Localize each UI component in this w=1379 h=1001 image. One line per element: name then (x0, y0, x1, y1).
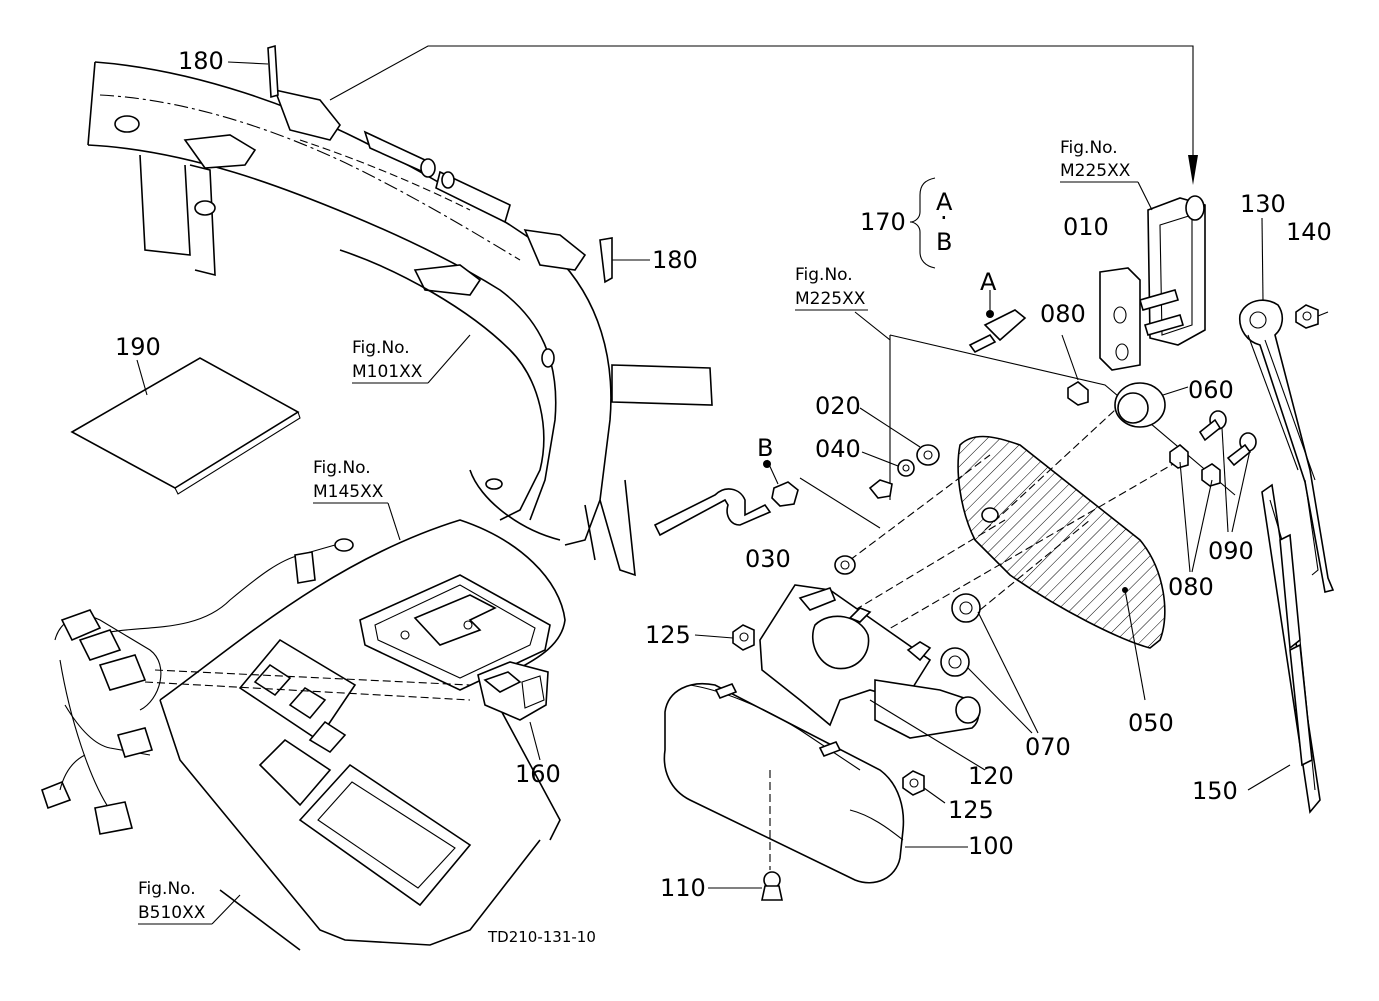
label-010: 010 (1063, 213, 1109, 241)
label-125-right: 125 (948, 796, 994, 824)
fig-ref-m225-top: Fig.No. M225XX (1060, 138, 1153, 211)
spacer-030-drawing (834, 555, 856, 575)
label-120: 120 (968, 762, 1014, 790)
wiper-motor-120-drawing (759, 584, 986, 771)
bolt-110-drawing (708, 871, 783, 901)
label-080-top: 080 (1040, 300, 1086, 328)
bolt-090-drawing (1198, 410, 1257, 533)
grommet-070-drawing (940, 593, 1039, 734)
fig-ref-b510-line2: B510XX (138, 903, 206, 923)
label-170: 170 (860, 208, 906, 236)
label-040: 040 (815, 435, 861, 463)
fig-ref-m225-top-line2: M225XX (1060, 161, 1131, 181)
label-070: 070 (1025, 733, 1071, 761)
label-100: 100 (968, 832, 1014, 860)
reference-arrow-line (329, 45, 1194, 160)
variant-dot: · (940, 204, 948, 232)
wiper-blade-150-drawing (1247, 483, 1321, 814)
fig-ref-m225-mid-line1: Fig.No. (795, 265, 853, 285)
washer-tank-100-drawing (663, 682, 968, 884)
label-160: 160 (515, 760, 561, 788)
plate-010-drawing (1099, 267, 1141, 371)
cotter-pin-180-top (227, 44, 279, 99)
fig-ref-m145: Fig.No. M145XX (313, 458, 401, 541)
stud-a-drawing (968, 290, 1027, 354)
variant-brace-170 (909, 177, 936, 269)
fig-ref-m225-mid-line2: M225XX (795, 289, 866, 309)
label-180-top: 180 (178, 47, 224, 75)
fig-ref-m225-mid: Fig.No. M225XX (795, 265, 868, 311)
fig-ref-m145-line2: M145XX (313, 482, 384, 502)
bushing-080-right-drawing (1169, 443, 1221, 573)
dash-panel-drawing (41, 519, 566, 951)
grommet-060-drawing (1114, 382, 1189, 428)
label-090: 090 (1208, 537, 1254, 565)
label-110: 110 (660, 874, 706, 902)
bracket-m225-drawing (1139, 195, 1206, 346)
reference-arrow-head (1188, 155, 1198, 185)
nut-125-right-drawing (902, 770, 946, 804)
nut-b-drawing (653, 459, 799, 537)
manual-190-drawing (70, 357, 301, 495)
label-125-left: 125 (645, 621, 691, 649)
label-190: 190 (115, 333, 161, 361)
variant-a: A (936, 188, 953, 216)
cover-050-drawing (957, 435, 1166, 701)
part-labels: 180 180 190 160 170 010 130 140 080 060 … (115, 47, 1332, 902)
label-020: 020 (815, 392, 861, 420)
washer-020-drawing (859, 407, 940, 466)
variant-b: B (936, 228, 952, 256)
label-030: 030 (745, 545, 791, 573)
fig-ref-m145-line1: Fig.No. (313, 458, 371, 478)
nut-140-drawing (1295, 304, 1329, 329)
fig-b-leader (799, 477, 881, 529)
fig-ref-b510: Fig.No. B510XX (138, 879, 241, 925)
nut-125-left-drawing (694, 624, 755, 651)
fig-ref-m101: Fig.No. M101XX (352, 334, 471, 384)
drawing-id: TD210-131-10 (487, 928, 596, 946)
fig-ref-b510-line1: Fig.No. (138, 879, 196, 899)
callout-a: A (980, 268, 997, 296)
label-150: 150 (1192, 777, 1238, 805)
fig-ref-m101-line1: Fig.No. (352, 338, 410, 358)
label-050: 050 (1128, 709, 1174, 737)
cotter-pin-180-right (599, 237, 650, 284)
assembly-dash-lines (849, 409, 1181, 641)
callout-letters: A B (757, 268, 997, 462)
label-140: 140 (1286, 218, 1332, 246)
bushing-080-top-drawing (1067, 381, 1089, 406)
label-060: 060 (1188, 376, 1234, 404)
label-180-right: 180 (652, 246, 698, 274)
fig-m225-mid-leader (854, 311, 891, 341)
label-130: 130 (1240, 190, 1286, 218)
bushing-080-top-leader (1061, 334, 1079, 381)
cover-outline-line (889, 334, 1236, 496)
fig-ref-m225-top-line1: Fig.No. (1060, 138, 1118, 158)
cab-frame-drawing (87, 61, 713, 577)
switch-160-drawing (477, 661, 549, 761)
callout-b: B (757, 434, 773, 462)
fig-ref-m101-line2: M101XX (352, 362, 423, 382)
hinge-pins (363, 130, 511, 224)
label-080-right: 080 (1168, 573, 1214, 601)
washer-040-drawing (861, 451, 915, 499)
wiper-arm-130-drawing (1238, 217, 1335, 593)
variant-labels: A · B (936, 188, 953, 256)
